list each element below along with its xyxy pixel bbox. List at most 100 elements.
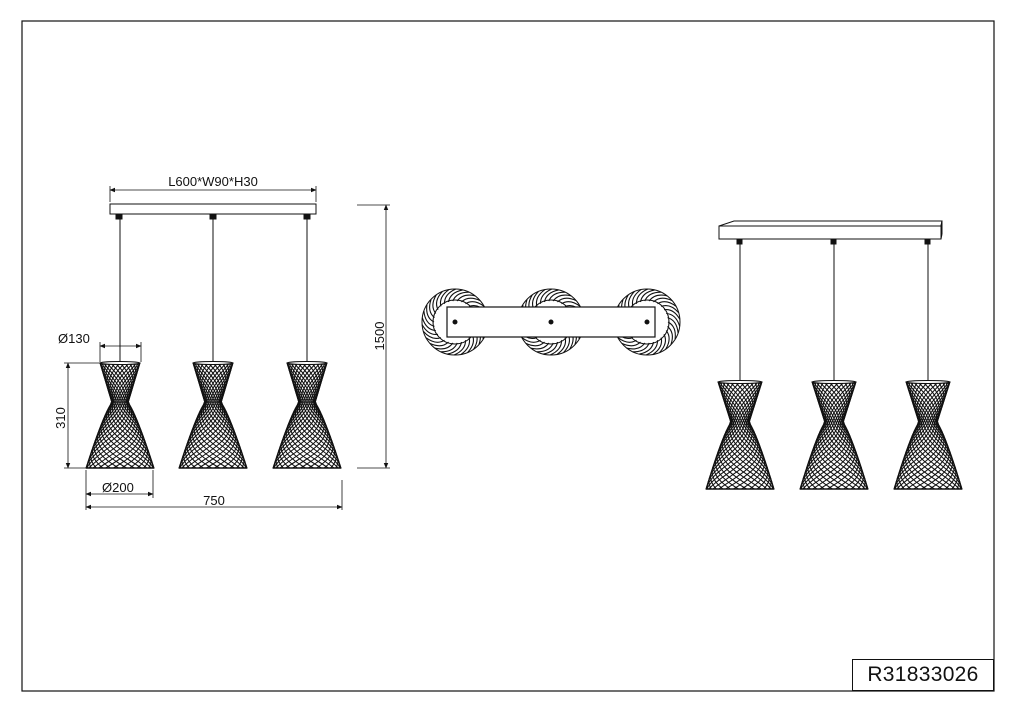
shade-strand <box>635 288 649 304</box>
shade-strand <box>452 291 470 302</box>
shade-strand <box>179 362 227 469</box>
cable-fitting <box>115 213 123 220</box>
cable-fitting <box>830 238 837 245</box>
drawing-frame <box>21 20 995 692</box>
shade-strand <box>530 342 550 350</box>
shade-strand <box>800 381 849 490</box>
shade-strand <box>447 341 463 355</box>
dimension-total-width-label: 750 <box>203 493 225 508</box>
shade-strand <box>543 289 559 303</box>
shade-strand <box>653 297 673 303</box>
shade-strand <box>453 340 467 356</box>
dimension-shade-top-label: Ø130 <box>58 331 90 346</box>
shade-strand <box>425 337 445 343</box>
shade-strand <box>561 301 581 307</box>
woven-shade <box>799 380 869 490</box>
shade-strand <box>644 291 662 302</box>
shade-strand <box>906 381 949 490</box>
shade-strand <box>665 330 670 350</box>
woven-shade <box>272 361 342 469</box>
front-shades <box>85 361 342 469</box>
shade-strand <box>552 294 572 302</box>
top-view-fitting <box>452 319 458 325</box>
woven-shade <box>85 361 155 469</box>
perspective-shades <box>705 380 963 490</box>
shade-strand <box>465 301 485 307</box>
woven-shade <box>893 380 963 490</box>
shade-strand <box>191 362 233 469</box>
shade-strand <box>98 362 140 469</box>
dimension-shade-height <box>64 362 100 469</box>
shade-strand <box>632 342 650 353</box>
shade-strand <box>663 308 681 320</box>
shade-strand <box>99 362 144 469</box>
shade-strand <box>439 289 450 307</box>
shade-strand <box>639 341 655 355</box>
product-code-box: R31833026 <box>852 659 994 691</box>
shade-strand <box>86 362 134 469</box>
shade-strand <box>723 381 770 490</box>
shade-strand <box>811 381 858 490</box>
shade-strand <box>896 381 943 490</box>
shade-strand <box>817 381 864 490</box>
shade-strand <box>100 362 145 469</box>
product-code: R31833026 <box>867 663 979 686</box>
shade-strand <box>717 381 764 490</box>
dimension-total-height-label: 1500 <box>372 322 387 351</box>
shade-strand <box>193 362 238 469</box>
shade-strand <box>521 337 541 343</box>
shade-strand <box>657 301 677 307</box>
dimension-total-width <box>85 480 343 510</box>
shade-strand <box>443 288 457 304</box>
shade-strand <box>88 362 134 469</box>
shade-strand <box>631 289 642 307</box>
shade-strand <box>626 342 646 350</box>
shade-strand <box>286 362 331 469</box>
shade-strand <box>652 337 663 355</box>
shade-strand <box>535 289 546 307</box>
shade-strand <box>285 362 327 469</box>
shade-strand <box>181 362 227 469</box>
shade-strand <box>275 362 321 469</box>
shade-strand <box>645 340 659 356</box>
top-view-canopy <box>446 306 656 338</box>
shade-strand <box>287 362 332 469</box>
shade-strand <box>421 324 439 336</box>
shade-strand <box>460 337 471 355</box>
perspective-canopy-top <box>718 220 943 227</box>
shade-strand <box>536 342 554 353</box>
shade-strand <box>667 317 679 334</box>
woven-shade <box>705 380 775 490</box>
dimension-shade-bottom-label: Ø200 <box>102 480 134 495</box>
shade-strand <box>192 362 237 469</box>
shade-strand <box>539 288 553 304</box>
shade-strand <box>708 381 755 490</box>
top-view-fitting <box>644 319 650 325</box>
top-view-fitting <box>548 319 554 325</box>
perspective-canopy-front <box>718 225 942 240</box>
shade-strand <box>440 342 458 353</box>
shade-strand <box>557 297 577 303</box>
shade-strand <box>429 299 435 319</box>
shade-strand <box>423 310 435 327</box>
perspective-view <box>705 220 963 490</box>
shade-strand <box>429 341 449 347</box>
shade-strand <box>706 381 755 490</box>
shade-strand <box>621 341 641 347</box>
shade-strand <box>292 362 337 469</box>
shade-strand <box>198 362 243 469</box>
shade-strand <box>659 334 666 353</box>
shade-top-rim <box>905 380 951 384</box>
canopy-bar <box>109 203 317 215</box>
shade-strand <box>461 297 481 303</box>
top-view <box>421 288 681 356</box>
front-view <box>85 203 342 469</box>
shade-strand <box>911 381 958 490</box>
shade-strand <box>812 381 860 490</box>
shade-strand <box>543 341 559 355</box>
shade-strand <box>273 362 321 469</box>
dimension-canopy-label: L600*W90*H30 <box>168 174 258 189</box>
shade-strand <box>718 381 766 490</box>
shade-top-rim <box>192 361 234 365</box>
